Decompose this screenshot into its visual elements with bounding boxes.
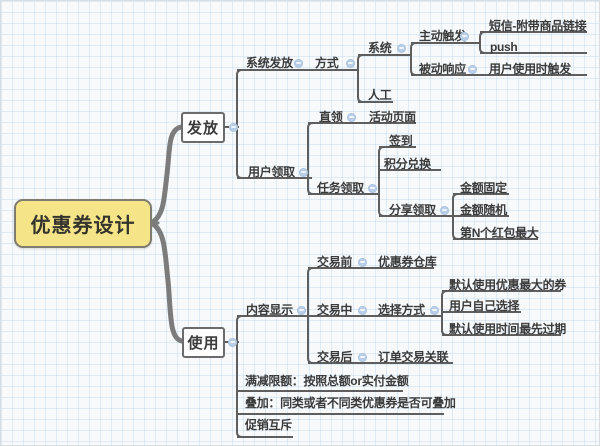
node-yonghuziji[interactable]: 用户自己选择 (449, 299, 520, 313)
collapse-icon-zhudongchufa[interactable] (459, 31, 469, 41)
node-dingdanguanlian[interactable]: 订单交易关联 (378, 350, 449, 364)
collapse-icon-neirongxianshi[interactable] (296, 305, 306, 315)
node-xitongfafang[interactable]: 系统发放 (246, 56, 293, 70)
node-moren-youhui[interactable]: 默认使用优惠最大的券 (449, 278, 567, 292)
collapse-icon-xuanzefangshi[interactable] (429, 305, 439, 315)
node-yonghushiyong[interactable]: 用户使用时触发 (489, 62, 571, 76)
node-manjianxiane[interactable]: 满减限额：按照总额or实付金额 (245, 374, 409, 388)
node-yonghulingqu[interactable]: 用户领取 (248, 165, 295, 179)
node-fafang[interactable]: 发放 (181, 112, 225, 143)
collapse-icon-zhiling[interactable] (346, 112, 356, 122)
node-push[interactable]: push (490, 40, 518, 54)
node-fenxianglingqu[interactable]: 分享领取 (389, 203, 436, 217)
node-jiaoyihou[interactable]: 交易后 (317, 350, 353, 364)
node-zhiling[interactable]: 直领 (319, 110, 343, 124)
collapse-icon-jiaoyiqian[interactable] (357, 257, 367, 267)
node-renwulingqu[interactable]: 任务领取 (317, 181, 364, 195)
collapse-icon-fafang[interactable] (228, 122, 238, 132)
node-huodongyemian[interactable]: 活动页面 (369, 110, 416, 124)
node-xuanzefangshi[interactable]: 选择方式 (378, 303, 425, 317)
collapse-icon-fangshi[interactable] (345, 58, 355, 68)
node-shiyong[interactable]: 使用 (182, 327, 225, 358)
node-cuxiaohuchi[interactable]: 促销互斥 (245, 418, 292, 432)
node-neirongxianshi[interactable]: 内容显示 (246, 303, 293, 317)
root-topic[interactable]: 优惠券设计 (14, 199, 152, 248)
node-duanxin-lianjie[interactable]: 短信-附带商品链接 (489, 19, 587, 33)
node-jiaoyizhong[interactable]: 交易中 (317, 303, 353, 317)
collapse-icon-xitong[interactable] (396, 43, 406, 53)
node-youhuiquancangku[interactable]: 优惠券仓库 (378, 255, 437, 269)
collapse-icon-beidongxiangying[interactable] (467, 64, 477, 74)
collapse-icon-jiaoyizhong[interactable] (357, 305, 367, 315)
node-beidongxiangying[interactable]: 被动响应 (419, 62, 466, 76)
node-rengong[interactable]: 人工 (368, 88, 392, 102)
node-jiaoyiqian[interactable]: 交易前 (317, 255, 353, 269)
collapse-icon-shiyong[interactable] (227, 337, 237, 347)
collapse-icon-fenxianglingqu[interactable] (439, 205, 449, 215)
node-qiandao[interactable]: 签到 (389, 134, 413, 148)
collapse-icon-renwulingqu[interactable] (367, 183, 377, 193)
node-moren-shijian[interactable]: 默认使用时间最先过期 (449, 322, 567, 336)
node-xitong[interactable]: 系统 (368, 41, 392, 55)
collapse-icon-xitongfafang[interactable] (293, 58, 303, 68)
node-fangshi[interactable]: 方式 (315, 56, 339, 70)
node-jifenduihuan[interactable]: 积分兑换 (384, 157, 431, 171)
node-diNgehongbao[interactable]: 第N个红包最大 (460, 226, 539, 240)
node-jinegudng[interactable]: 金额固定 (460, 181, 507, 195)
collapse-icon-jiaoyihou[interactable] (357, 352, 367, 362)
node-diejia[interactable]: 叠加：同类或者不同类优惠券是否可叠加 (245, 396, 456, 410)
node-jinesuiji[interactable]: 金额随机 (460, 203, 507, 217)
node-zhudongchufa[interactable]: 主动触发 (419, 29, 466, 43)
collapse-icon-yonghulingqu[interactable] (298, 167, 308, 177)
